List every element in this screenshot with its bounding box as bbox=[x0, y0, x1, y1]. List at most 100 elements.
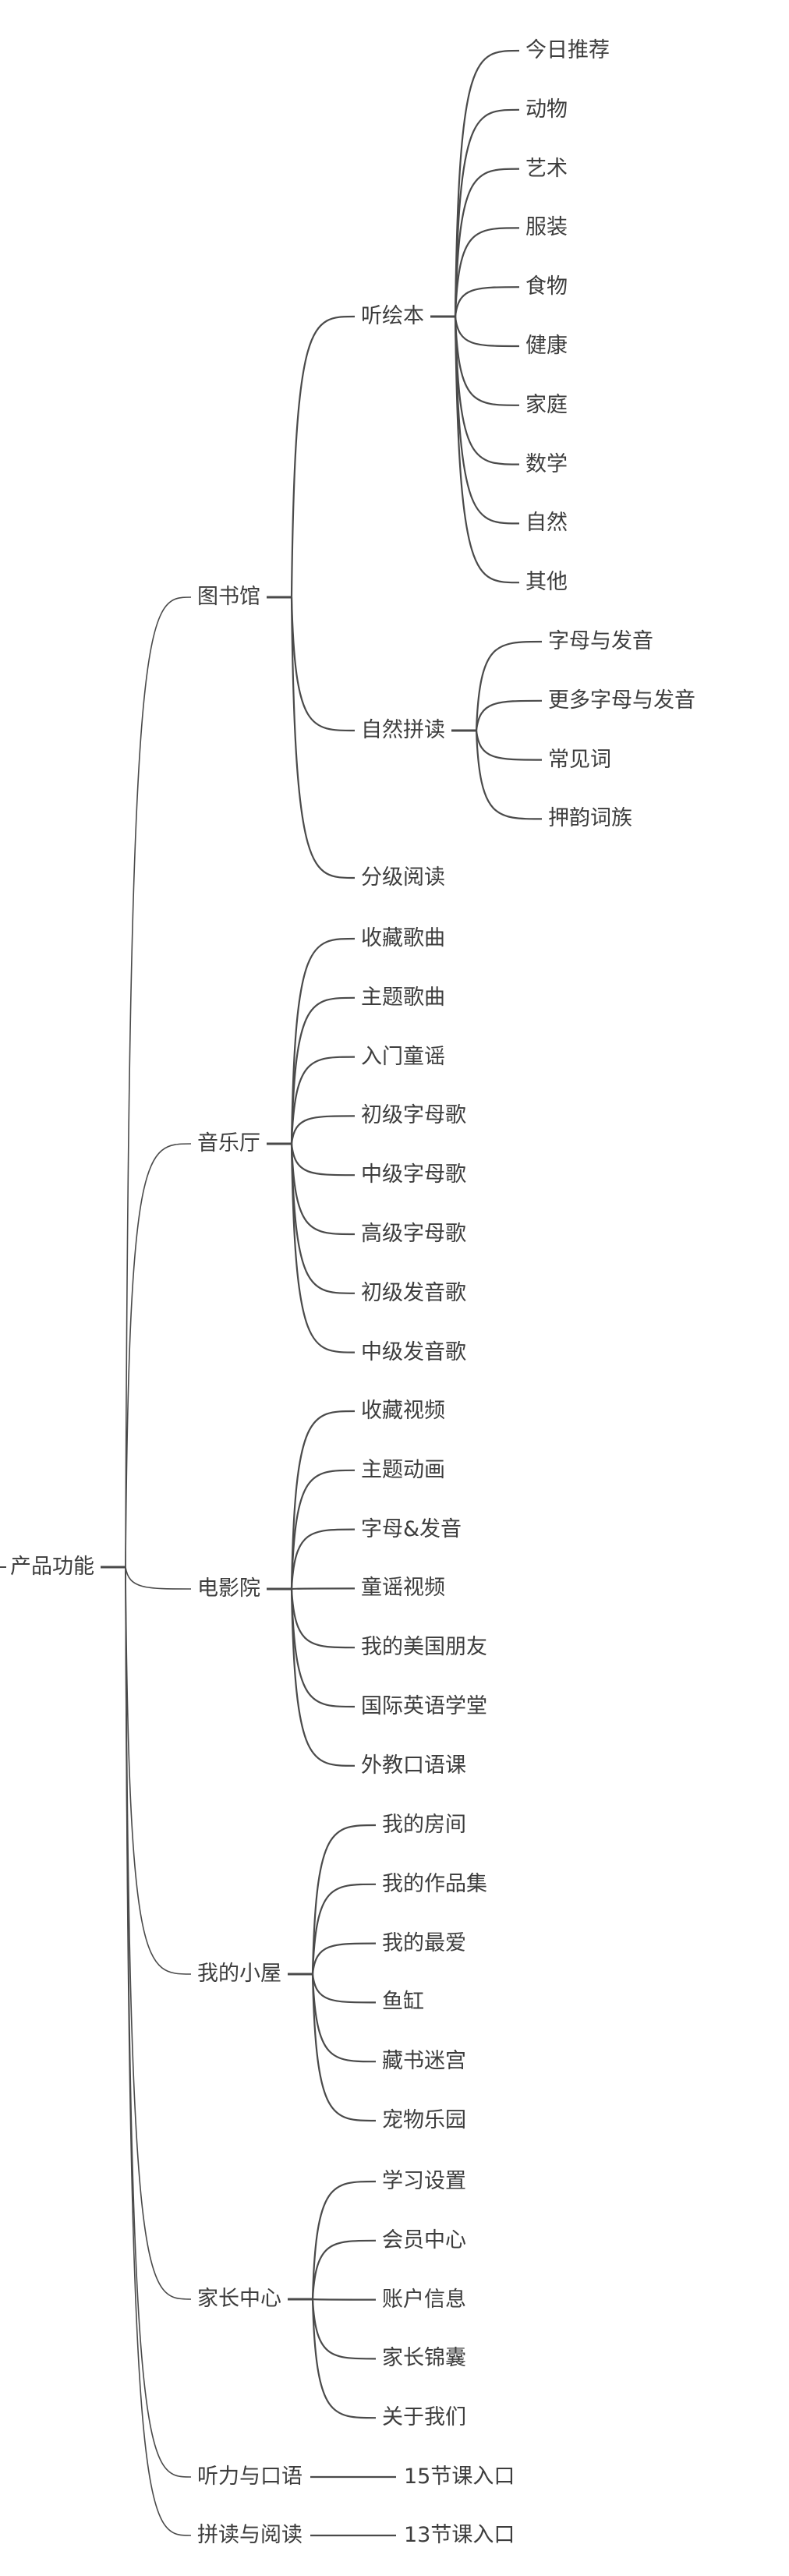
leaf-topic[interactable]: 字母&发音 bbox=[361, 1516, 462, 1541]
leaf-topic[interactable]: 初级字母歌 bbox=[361, 1103, 466, 1128]
leaf-topic[interactable]: 初级发音歌 bbox=[361, 1280, 466, 1305]
connector-curve bbox=[475, 730, 543, 761]
leaf-topic[interactable]: 艺术 bbox=[525, 156, 568, 181]
leaf-topic[interactable]: 13节课入口 bbox=[404, 2523, 515, 2547]
connector-curve bbox=[311, 1883, 377, 1975]
leaf-topic[interactable]: 更多字母与发音 bbox=[548, 688, 695, 713]
connector-curve bbox=[125, 1566, 192, 1975]
connector-curve bbox=[125, 1566, 192, 1590]
topic-node[interactable]: 听力与口语 bbox=[197, 2465, 303, 2489]
leaf-topic[interactable]: 会员中心 bbox=[382, 2227, 466, 2252]
connector-curve bbox=[290, 1528, 356, 1590]
leaf-topic[interactable]: 常见词 bbox=[548, 747, 611, 772]
topic-node[interactable]: 自然拼读 bbox=[361, 718, 445, 742]
connector-curve bbox=[454, 286, 520, 317]
leaf-topic[interactable]: 食物 bbox=[525, 274, 568, 299]
leaf-topic[interactable]: 学习设置 bbox=[382, 2169, 466, 2193]
connector-curve bbox=[290, 1588, 356, 1649]
connector-curve bbox=[311, 1942, 377, 1975]
connector-curve bbox=[454, 49, 520, 317]
leaf-topic[interactable]: 服装 bbox=[525, 215, 568, 240]
connector-curve bbox=[290, 1143, 356, 1177]
leaf-topic[interactable]: 字母与发音 bbox=[548, 629, 653, 653]
leaf-topic[interactable]: 收藏视频 bbox=[361, 1399, 445, 1423]
topic-node[interactable]: 电影院 bbox=[197, 1576, 260, 1601]
leaf-topic[interactable]: 中级发音歌 bbox=[361, 1339, 466, 1364]
topic-node[interactable]: 图书馆 bbox=[197, 585, 260, 609]
leaf-topic[interactable]: 中级字母歌 bbox=[361, 1162, 466, 1187]
leaf-topic[interactable]: 今日推荐 bbox=[525, 38, 610, 62]
connector-curve bbox=[311, 1824, 377, 1975]
topic-node[interactable]: 拼读与阅读 bbox=[197, 2523, 303, 2547]
connector-curve bbox=[291, 1587, 356, 1591]
leaf-topic[interactable]: 国际英语学堂 bbox=[361, 1694, 487, 1718]
connector-curve bbox=[125, 1143, 192, 1568]
connector-curve bbox=[125, 1566, 192, 2300]
connector-curve bbox=[290, 1588, 356, 1767]
leaf-topic[interactable]: 鱼缸 bbox=[382, 1990, 424, 2015]
leaf-topic[interactable]: 我的作品集 bbox=[382, 1871, 487, 1896]
connector-curve bbox=[475, 699, 543, 731]
connector-curve bbox=[311, 1973, 377, 2122]
leaf-topic[interactable]: 外教口语课 bbox=[361, 1753, 466, 1778]
connector-curve bbox=[290, 596, 356, 732]
connector-curve bbox=[290, 1143, 356, 1236]
connector-curve bbox=[290, 596, 356, 879]
connector-curve bbox=[311, 2180, 377, 2300]
connector-curve bbox=[311, 1973, 377, 2063]
leaf-topic[interactable]: 关于我们 bbox=[382, 2405, 466, 2430]
leaf-topic[interactable]: 宠物乐园 bbox=[382, 2108, 466, 2132]
connector-curve bbox=[290, 1056, 356, 1145]
leaf-topic[interactable]: 家长锦囊 bbox=[382, 2346, 466, 2371]
connector-curve bbox=[454, 108, 520, 317]
root-topic[interactable]: 产品功能 bbox=[10, 1555, 94, 1579]
leaf-topic[interactable]: 我的最爱 bbox=[382, 1930, 466, 1955]
connector-curve bbox=[290, 1469, 356, 1590]
connector-curve bbox=[475, 730, 543, 820]
topic-node[interactable]: 听绘本 bbox=[361, 304, 424, 328]
leaf-topic[interactable]: 入门童谣 bbox=[361, 1044, 445, 1069]
connector-curve bbox=[454, 316, 520, 348]
leaf-topic[interactable]: 押韵词族 bbox=[548, 806, 632, 831]
topic-node[interactable]: 我的小屋 bbox=[197, 1962, 281, 1986]
connector-curve bbox=[290, 996, 356, 1145]
leaf-topic[interactable]: 高级字母歌 bbox=[361, 1222, 466, 1246]
leaf-topic[interactable]: 账户信息 bbox=[382, 2287, 466, 2312]
leaf-topic[interactable]: 藏书迷宫 bbox=[382, 2049, 466, 2074]
connector-curve bbox=[125, 1566, 192, 2536]
topic-node[interactable]: 音乐厅 bbox=[197, 1131, 260, 1155]
connector-curve bbox=[311, 2239, 377, 2300]
connector-curve bbox=[290, 1410, 356, 1590]
connector-curve bbox=[311, 2298, 377, 2360]
connector-curve bbox=[454, 316, 520, 525]
leaf-topic[interactable]: 其他 bbox=[525, 570, 568, 595]
connector-curve bbox=[290, 937, 356, 1145]
connector-curve bbox=[290, 1143, 356, 1353]
leaf-topic[interactable]: 主题动画 bbox=[361, 1457, 445, 1482]
leaf-topic[interactable]: 收藏歌曲 bbox=[361, 926, 445, 950]
leaf-topic[interactable]: 分级阅读 bbox=[361, 865, 445, 890]
connector-curve bbox=[290, 315, 356, 598]
connector-curve bbox=[475, 640, 543, 731]
connector-curve bbox=[125, 596, 192, 1568]
leaf-topic[interactable]: 健康 bbox=[525, 334, 568, 358]
connector-curve bbox=[125, 1566, 192, 2478]
topic-node[interactable]: 家长中心 bbox=[197, 2287, 281, 2311]
leaf-topic[interactable]: 动物 bbox=[525, 97, 568, 122]
connector-curve bbox=[312, 2298, 377, 2301]
leaf-topic[interactable]: 我的房间 bbox=[382, 1813, 466, 1837]
leaf-topic[interactable]: 15节课入口 bbox=[404, 2465, 515, 2489]
leaf-topic[interactable]: 家庭 bbox=[525, 392, 568, 417]
leaf-topic[interactable]: 我的美国朋友 bbox=[361, 1635, 487, 1660]
connector-curve bbox=[311, 2298, 377, 2419]
connector-curve bbox=[454, 316, 520, 584]
leaf-topic[interactable]: 主题歌曲 bbox=[361, 985, 445, 1010]
connector-curve bbox=[454, 227, 520, 317]
connector-curve bbox=[454, 316, 520, 406]
connector-curve bbox=[290, 1115, 356, 1145]
leaf-topic[interactable]: 自然 bbox=[525, 511, 568, 536]
connector-curve bbox=[311, 1973, 377, 2004]
leaf-topic[interactable]: 童谣视频 bbox=[361, 1576, 445, 1601]
leaf-topic[interactable]: 数学 bbox=[525, 451, 568, 476]
